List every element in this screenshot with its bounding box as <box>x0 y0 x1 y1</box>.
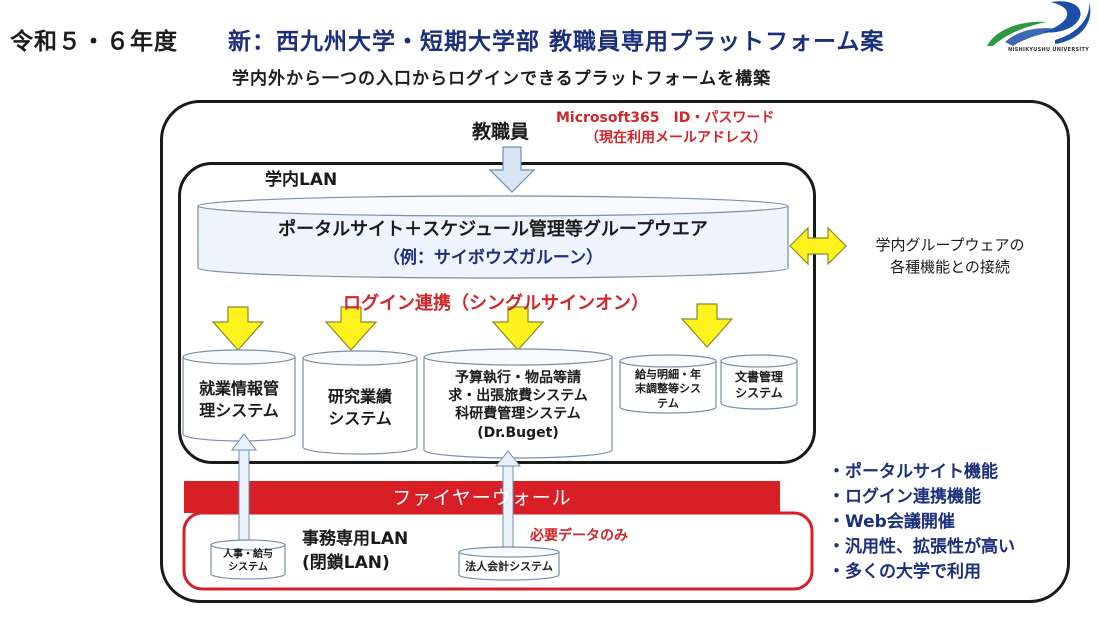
groupware-connection-line2: 各種機能との接続 <box>890 258 1010 276</box>
system-label-line: 就業情報管 <box>198 379 279 398</box>
system-label-line: システム <box>328 408 392 428</box>
sso-arrow-1 <box>211 306 265 351</box>
system-label-line: 研究業績 <box>327 387 392 406</box>
system-label-line: 予算執行・物品等請 <box>455 370 581 386</box>
system-label-line: 法人会計システム <box>465 560 553 573</box>
university-logo <box>987 1 1091 46</box>
system-label-line: 文書管理 <box>734 370 783 384</box>
system-label-line: (Dr.Buget) <box>477 424 559 441</box>
features-list: ・ポータルサイト機能 ・ログイン連携機能 ・Web会議開催 ・汎用性、拡張性が高… <box>828 460 1015 585</box>
office-lan-line1: 事務専用LAN <box>302 529 409 549</box>
feature-item: ・汎用性、拡張性が高い <box>828 537 1015 557</box>
system-label-line: テム <box>657 396 679 410</box>
sso-label: ログイン連携（シングルサインオン） <box>343 293 649 314</box>
staff-label: 教職員 <box>472 121 530 143</box>
page-subtitle: 学内外から一つの入口からログインできるプラットフォームを構築 <box>232 69 772 89</box>
m365-credential-note: （現在利用メールアドレス） <box>585 130 767 146</box>
hr-payroll-system-label: 人事・給与 システム <box>211 548 285 574</box>
system-cylinder-3 <box>423 348 613 459</box>
groupware-connection-note: 学内グループウェアの 各種機能との接続 <box>840 234 1060 278</box>
system-label-line: 科研費管理システム <box>455 406 581 423</box>
document-system-label: 文書管理 システム <box>721 369 797 401</box>
office-lan-frame <box>182 511 814 591</box>
needed-data-label: 必要データのみ <box>530 528 628 544</box>
system-label-line: 求・出張旅費システム <box>448 388 588 405</box>
attendance-system-label: 就業情報管 理システム <box>183 378 295 421</box>
sso-arrow-2 <box>324 306 378 351</box>
portal-example-label: （例：サイボウズガルーン） <box>382 248 604 268</box>
system-cylinder-4 <box>619 354 717 414</box>
hr-payroll-cylinder <box>210 539 286 580</box>
groupware-connection-line1: 学内グループウェアの <box>875 236 1025 254</box>
groupware-double-arrow <box>789 226 847 266</box>
feature-item: ・Web会議開催 <box>828 512 955 532</box>
accounting-cylinder <box>458 546 560 581</box>
system-label-line: システム <box>228 562 268 573</box>
payslip-system-label: 給与明細・年 末調整等シス テム <box>620 368 716 411</box>
campus-lan-label: 学内LAN <box>265 170 338 190</box>
m365-credential: Microsoft365 ID・パスワード <box>556 110 775 126</box>
sso-arrow-3 <box>491 306 545 351</box>
budget-system-label: 予算執行・物品等請 求・出張旅費システム 科研費管理システム (Dr.Buget… <box>424 369 612 442</box>
feature-item: ・ログイン連携機能 <box>828 487 981 507</box>
office-lan-label: 事務専用LAN (閉鎖LAN) <box>302 527 408 575</box>
system-label-line: 人事・給与 <box>223 549 273 560</box>
accounting-system-label: 法人会計システム <box>459 560 559 575</box>
feature-item: ・多くの大学で利用 <box>828 562 981 582</box>
system-cylinder-1 <box>182 349 296 442</box>
system-label-line: 給与明細・年 <box>635 368 701 381</box>
portal-groupware-label: ポータルサイト＋スケジュール管理等グループウエア <box>278 219 708 240</box>
campus-lan-frame <box>178 162 816 464</box>
platform-outer-frame <box>160 100 1070 603</box>
system-label-line: システム <box>735 386 783 401</box>
system-label-line: 理システム <box>199 400 279 420</box>
firewall-bar <box>184 481 780 513</box>
firewall-label: ファイヤーウォール <box>392 487 572 509</box>
staff-down-arrow <box>488 146 536 193</box>
title-era: 令和５・６年度 <box>10 29 178 55</box>
research-system-label: 研究業績 システム <box>303 386 417 429</box>
feature-item: ・ポータルサイト機能 <box>828 462 998 482</box>
system-cylinder-2 <box>302 350 418 455</box>
page-title: 新：西九州大学・短期大学部 教職員専用プラットフォーム案 <box>228 29 885 55</box>
office-lan-line2: (閉鎖LAN) <box>302 553 390 573</box>
logo-text: NISHIKYUSHU UNIVERSITY <box>1008 47 1090 53</box>
portal-cylinder <box>197 195 789 279</box>
sso-arrow-4 <box>680 303 734 348</box>
system-cylinder-5 <box>720 354 798 410</box>
system-label-line: 末調整等シス <box>635 382 701 396</box>
